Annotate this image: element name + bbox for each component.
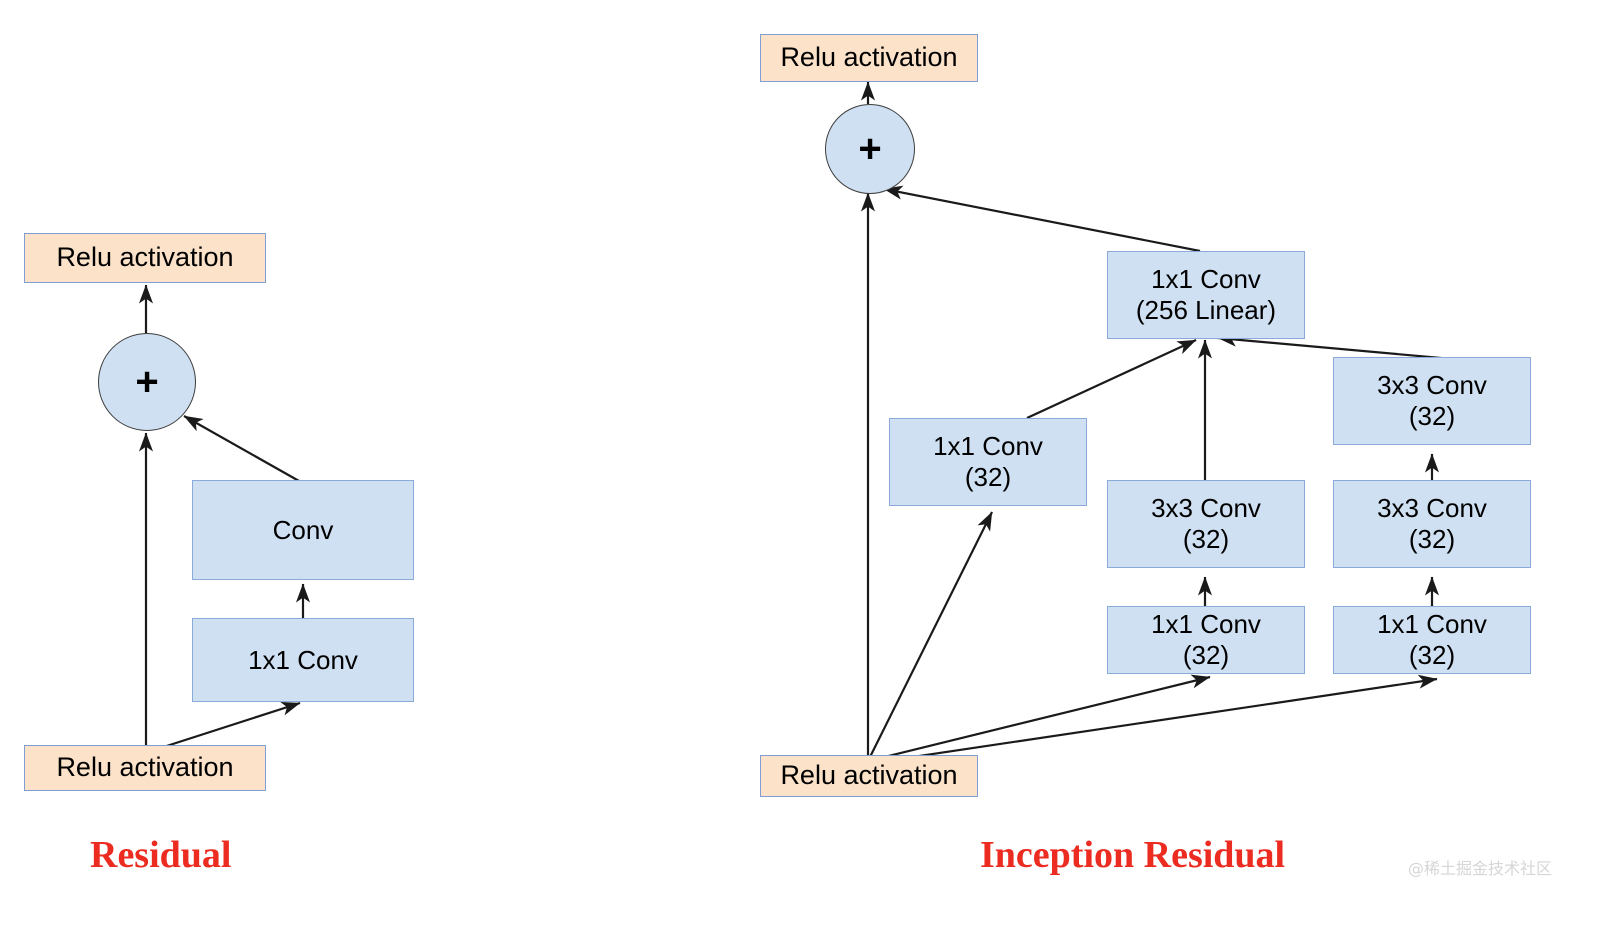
merge-conv-line2: (256 Linear) bbox=[1135, 295, 1277, 325]
arrow-branch-c-to-merge bbox=[1217, 332, 1453, 361]
arrow-conv-to-sum-left bbox=[183, 415, 300, 482]
inception-branch-b-conv3x3[interactable]: 3x3 Conv (32) bbox=[1107, 480, 1305, 568]
arrow-relu-to-branch-a bbox=[869, 511, 993, 758]
branch-b-bottom-line1: 1x1 Conv bbox=[1151, 609, 1261, 640]
residual-sum-node[interactable]: + bbox=[98, 333, 196, 431]
branch-b-top-line2: (32) bbox=[1182, 524, 1230, 554]
inception-caption: Inception Residual bbox=[980, 834, 1286, 876]
arrow-branch-a-to-merge bbox=[1026, 339, 1197, 419]
branch-c-bottom-line1: 1x1 Conv bbox=[1377, 609, 1487, 640]
branch-c-bottom-line2: (32) bbox=[1408, 640, 1456, 670]
inception-branch-c-conv3x3-mid[interactable]: 3x3 Conv (32) bbox=[1333, 480, 1531, 568]
residual-relu-bottom[interactable]: Relu activation bbox=[24, 745, 266, 791]
residual-caption: Residual bbox=[90, 834, 232, 876]
merge-conv-line1: 1x1 Conv bbox=[1151, 264, 1261, 295]
inception-relu-bottom[interactable]: Relu activation bbox=[760, 755, 978, 797]
branch-b-bottom-line2: (32) bbox=[1182, 640, 1230, 670]
branch-c-mid-line1: 3x3 Conv bbox=[1377, 493, 1487, 524]
inception-merge-conv-box[interactable]: 1x1 Conv (256 Linear) bbox=[1107, 251, 1305, 339]
arrow-relu-to-branch-c bbox=[871, 674, 1438, 765]
inception-sum-node[interactable]: + bbox=[825, 104, 915, 194]
inception-branch-b-conv1x1[interactable]: 1x1 Conv (32) bbox=[1107, 606, 1305, 674]
inception-branch-c-conv3x3-top[interactable]: 3x3 Conv (32) bbox=[1333, 357, 1531, 445]
inception-branch-a-conv1x1[interactable]: 1x1 Conv (32) bbox=[889, 418, 1087, 506]
branch-c-top-line2: (32) bbox=[1408, 401, 1456, 431]
residual-conv-box[interactable]: Conv bbox=[192, 480, 414, 580]
residual-conv1x1-box[interactable]: 1x1 Conv bbox=[192, 618, 414, 702]
branch-a-line2: (32) bbox=[964, 462, 1012, 492]
branch-c-mid-line2: (32) bbox=[1408, 524, 1456, 554]
branch-c-top-line1: 3x3 Conv bbox=[1377, 370, 1487, 401]
watermark-label: @稀土掘金技术社区 bbox=[1408, 859, 1553, 878]
inception-relu-top[interactable]: Relu activation bbox=[760, 34, 978, 82]
residual-relu-top[interactable]: Relu activation bbox=[24, 233, 266, 283]
arrow-relu-to-branch-b bbox=[871, 674, 1211, 762]
branch-b-top-line1: 3x3 Conv bbox=[1151, 493, 1261, 524]
arrow-relu-to-conv1x1-left bbox=[147, 701, 301, 754]
branch-a-line1: 1x1 Conv bbox=[933, 431, 1043, 462]
arrow-merge-to-sum-right bbox=[883, 185, 1201, 253]
inception-branch-c-conv1x1[interactable]: 1x1 Conv (32) bbox=[1333, 606, 1531, 674]
